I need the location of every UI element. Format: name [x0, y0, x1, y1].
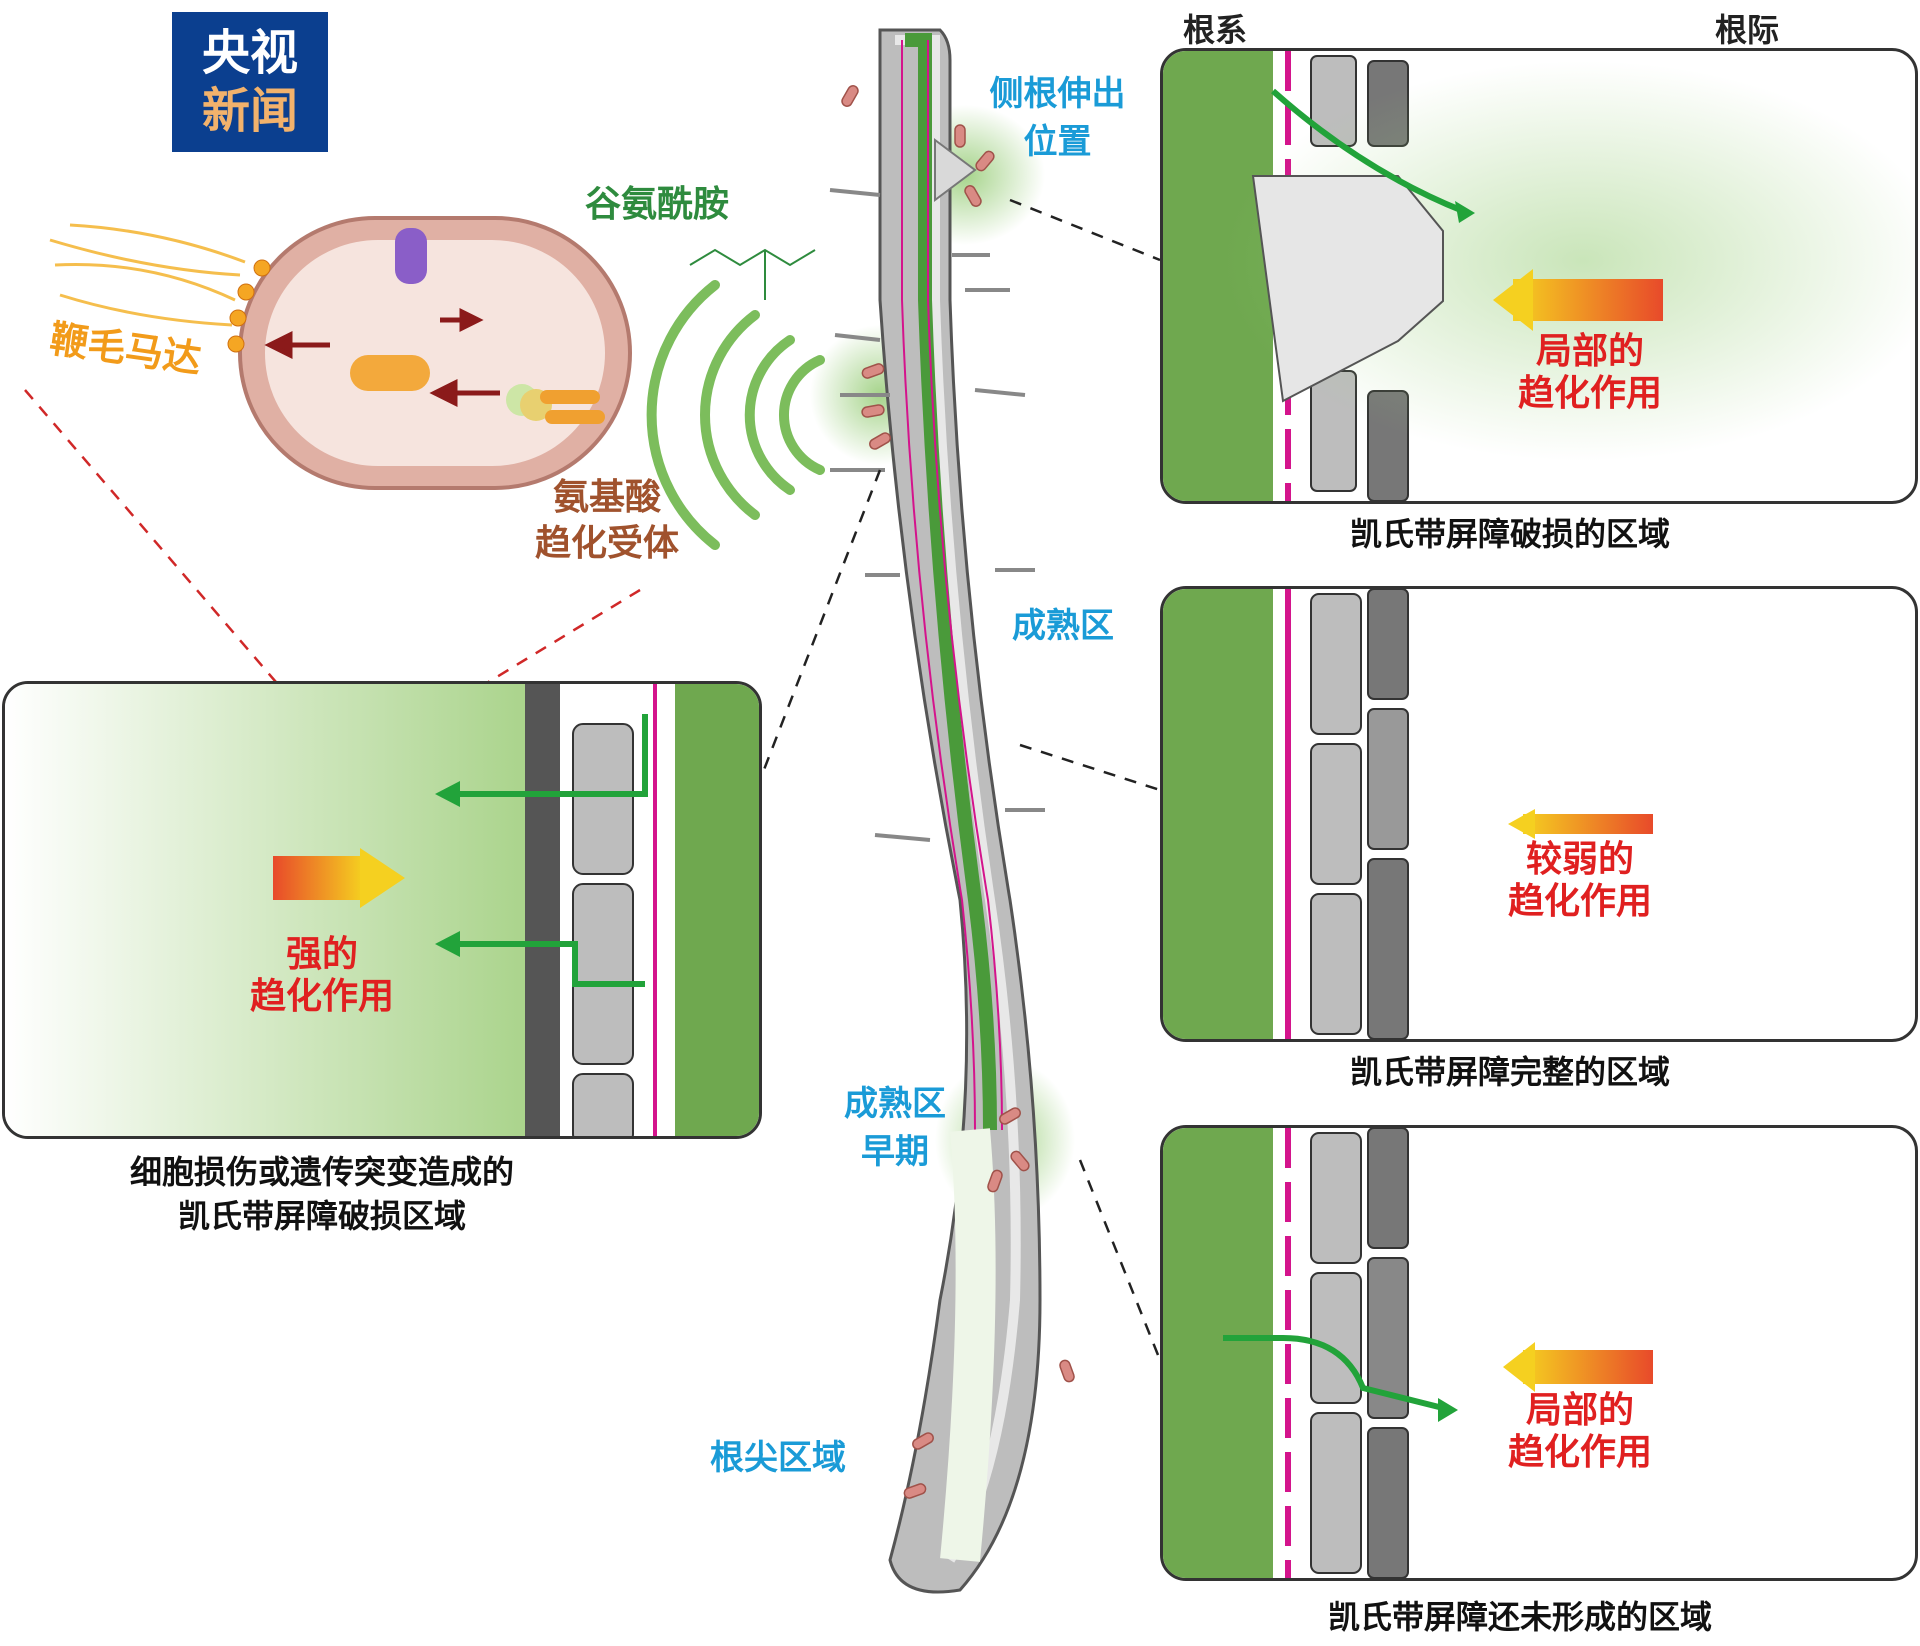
- caption-damaged-barrier: 凯氏带屏障破损的区域: [1350, 515, 1671, 553]
- effect-label-strong: 强的 趋化作用: [250, 934, 395, 1017]
- caption-intact-barrier: 凯氏带屏障完整的区域: [1350, 1053, 1671, 1091]
- lateral-root-label: 侧根伸出位置: [989, 74, 1126, 162]
- early-mature-zone-label: 成熟区早期: [844, 1084, 946, 1172]
- logo-line2: 新闻: [201, 83, 298, 139]
- cctv-news-logo: 央视 新闻: [172, 12, 328, 152]
- panel-damaged-barrier: 局部的 趋化作用: [1160, 48, 1918, 504]
- effect-label-top: 局部的 趋化作用: [1518, 331, 1663, 414]
- caption-unformed-barrier: 凯氏带屏障还未形成的区域: [1328, 1598, 1713, 1636]
- rhizosphere-header: 根际: [1715, 11, 1780, 49]
- glutamine-label: 谷氨酰胺: [585, 184, 730, 225]
- effect-label-bottom: 局部的 趋化作用: [1508, 1390, 1653, 1473]
- root-system-header: 根系: [1183, 11, 1248, 49]
- panel-strong-chemotaxis: 强的 趋化作用: [2, 681, 762, 1139]
- root-tip-label: 根尖区域: [710, 1438, 846, 1478]
- panel-unformed-barrier: 局部的 趋化作用: [1160, 1125, 1918, 1581]
- caption-strong-chemotaxis: 细胞损伤或遗传突变造成的 凯氏带屏障破损区域: [130, 1153, 515, 1235]
- logo-line1: 央视: [201, 25, 298, 81]
- effect-label-middle: 较弱的 趋化作用: [1508, 839, 1653, 922]
- chemoreceptor-label: 氨基酸 趋化受体: [535, 477, 680, 564]
- mature-zone-label: 成熟区: [1012, 606, 1114, 646]
- panel-intact-barrier: 较弱的 趋化作用: [1160, 586, 1918, 1042]
- bacterium-cell: [227, 216, 632, 490]
